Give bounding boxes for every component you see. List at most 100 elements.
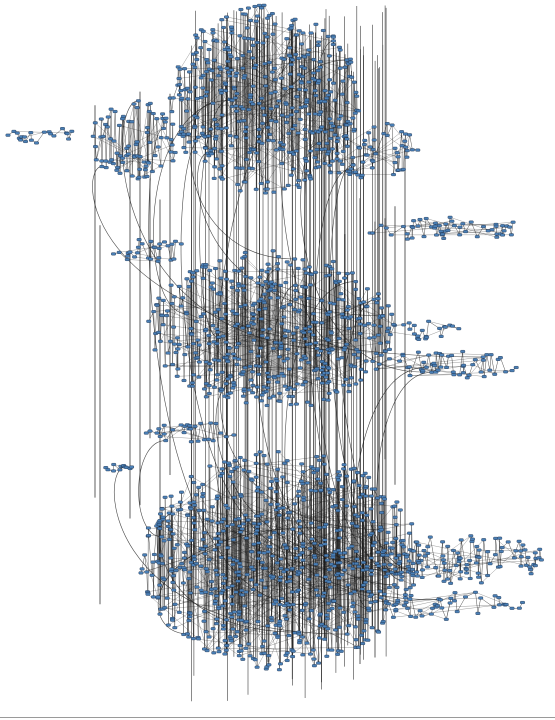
graph-node (244, 26, 250, 30)
graph-node (205, 134, 211, 138)
graph-node (374, 561, 380, 565)
graph-edge (282, 307, 284, 377)
graph-node (161, 577, 167, 581)
graph-node (218, 149, 224, 153)
graph-edge (220, 278, 223, 319)
graph-node (403, 593, 408, 597)
graph-node (294, 326, 300, 330)
graph-node (362, 142, 367, 146)
graph-node (344, 342, 349, 346)
graph-node (422, 554, 428, 558)
graph-node (337, 536, 342, 540)
graph-node (129, 174, 135, 178)
graph-node (293, 283, 298, 287)
graph-node (445, 228, 451, 232)
graph-edge (141, 554, 145, 569)
graph-node (299, 81, 304, 85)
graph-node (394, 500, 400, 504)
graph-node (331, 302, 337, 306)
graph-node (223, 435, 229, 439)
graph-node (311, 657, 317, 661)
graph-node (308, 177, 314, 181)
graph-edge (264, 497, 378, 654)
graph-node (188, 279, 194, 283)
graph-node (280, 506, 286, 510)
graph-node (315, 377, 321, 381)
graph-node (250, 43, 256, 47)
graph-edge (208, 466, 211, 560)
graph-node (236, 654, 242, 658)
graph-edge (36, 132, 45, 144)
graph-node (289, 106, 295, 110)
graph-node (146, 319, 152, 323)
graph-node (265, 624, 271, 628)
graph-node (186, 619, 192, 623)
graph-node (306, 265, 312, 269)
graph-node (376, 630, 381, 634)
graph-node (277, 391, 282, 395)
graph-node (434, 233, 439, 237)
graph-node (351, 590, 357, 594)
graph-edge (218, 573, 339, 652)
graph-node (90, 134, 96, 138)
graph-node (261, 3, 267, 7)
graph-node (196, 485, 202, 489)
graph-edge (162, 517, 242, 591)
graph-edge (451, 355, 454, 373)
graph-node (231, 496, 237, 500)
graph-node (196, 637, 201, 641)
graph-node (339, 498, 345, 502)
graph-node (257, 364, 263, 368)
graph-node (317, 60, 323, 64)
graph-node (335, 509, 341, 513)
graph-node (385, 340, 391, 344)
graph-node (158, 136, 164, 140)
graph-node (392, 161, 398, 165)
graph-node (330, 159, 335, 163)
graph-node (403, 588, 409, 592)
graph-node (248, 378, 254, 382)
graph-node (509, 233, 514, 237)
graph-node (206, 384, 212, 388)
graph-edge (140, 104, 149, 157)
graph-node (264, 187, 270, 191)
graph-node (313, 341, 319, 345)
graph-node (320, 594, 326, 598)
graph-node (223, 503, 229, 507)
graph-node (290, 527, 296, 531)
graph-node (392, 567, 398, 571)
graph-node (188, 327, 194, 331)
graph-node (170, 159, 176, 163)
graph-edge (387, 124, 393, 136)
graph-node (342, 65, 348, 69)
graph-node (201, 438, 207, 442)
graph-node (226, 48, 232, 52)
graph-node (357, 316, 363, 320)
graph-node (132, 255, 137, 259)
graph-node (303, 285, 309, 289)
graph-node (230, 352, 236, 356)
graph-node (237, 456, 243, 460)
graph-node (227, 474, 233, 478)
graph-node (339, 485, 345, 489)
graph-edge (196, 270, 198, 358)
graph-node (315, 160, 320, 164)
graph-node (282, 87, 288, 91)
graph-edge (390, 325, 395, 335)
graph-node (212, 146, 218, 150)
graph-node (165, 524, 171, 528)
graph-edge (416, 541, 527, 566)
graph-node (230, 627, 236, 631)
graph-node (181, 146, 187, 150)
graph-node (319, 125, 325, 129)
graph-node (250, 317, 256, 321)
graph-node (222, 652, 228, 656)
graph-node (309, 272, 314, 276)
graph-node (410, 561, 416, 565)
graph-edge (170, 244, 173, 261)
graph-node (322, 624, 328, 628)
graph-node (404, 232, 410, 236)
graph-node (256, 135, 262, 139)
graph-node (367, 336, 372, 340)
graph-edge (155, 304, 157, 334)
